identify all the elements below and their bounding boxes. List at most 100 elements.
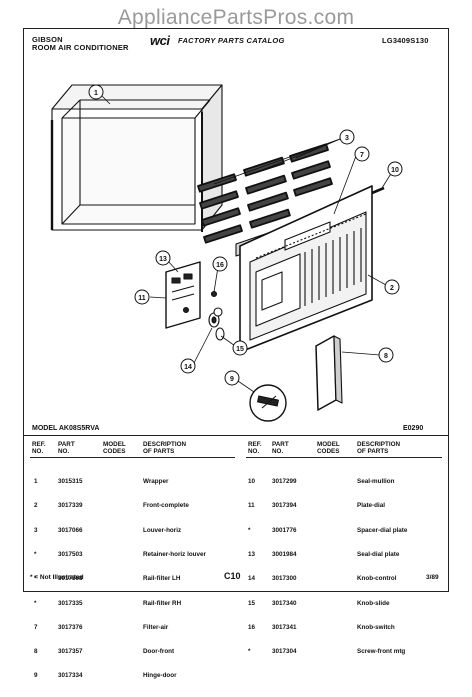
document-number: LG3409S130 [382, 36, 429, 45]
table-row-description: Screw-front mtg [357, 648, 406, 656]
louver-illustrations [197, 143, 333, 244]
table-row-description: Wrapper [143, 478, 169, 486]
callout-10: 10 [387, 161, 403, 177]
table-row-ref: * [34, 599, 37, 607]
header-model-codes-left: MODEL CODES [103, 441, 126, 455]
table-row-part: 3017376 [58, 623, 83, 631]
brand-name: GIBSON [32, 35, 63, 44]
table-row-ref: 16 [248, 623, 256, 631]
table-row-part: 3017341 [272, 623, 297, 631]
callout-16: 16 [212, 256, 228, 272]
callout-bubbles: 1 3 7 10 13 16 11 2 15 14 8 9 [88, 84, 403, 386]
callout-label: 9 [230, 376, 234, 383]
table-row-part: 3017066 [58, 526, 83, 534]
callout-8: 8 [378, 347, 394, 363]
callout-label: 3 [345, 135, 349, 142]
table-row-part: 3017304 [272, 648, 297, 656]
front-panel-illustration [239, 185, 373, 353]
right-ref-column: 10 11 * 13 14 15 16 * [248, 462, 255, 672]
table-row-part: 3001984 [272, 551, 297, 559]
right-part-column: 3017299 3017394 3001776 3001984 3017300 … [272, 462, 297, 672]
door-front-illustration [315, 335, 343, 411]
header-rule-right [246, 457, 442, 458]
seal-mullion-illustration [371, 186, 385, 195]
table-row-ref: * [248, 648, 251, 656]
callout-label: 8 [384, 353, 388, 360]
callout-3: 3 [339, 129, 355, 145]
callout-label: 13 [159, 256, 167, 263]
table-row-description: Spacer-dial plate [357, 526, 408, 534]
page-number: C10 [224, 571, 241, 581]
table-row-part: 3017368 [58, 575, 83, 583]
table-row-part: 3017299 [272, 478, 297, 486]
callout-label: 7 [360, 152, 364, 159]
table-row-ref: 11 [248, 502, 255, 510]
table-row-part: 3017300 [272, 575, 297, 583]
table-row-description: Plate-dial [357, 502, 385, 510]
table-row-part: 3017334 [58, 672, 83, 680]
callout-label: 16 [216, 262, 224, 269]
diagram-code: E0290 [403, 425, 424, 432]
table-row-part: 3017503 [58, 551, 83, 559]
wci-logo: wci [150, 33, 170, 48]
model-number: MODEL AK08S5RVA [32, 425, 100, 432]
callout-label: 11 [138, 295, 146, 302]
callout-9: 9 [224, 370, 240, 386]
callout-label: 15 [236, 346, 244, 353]
table-row-ref: 1 [34, 478, 38, 486]
dial-plate-illustration [165, 261, 201, 329]
table-row-part: 3015315 [58, 478, 83, 486]
issue-date: 3/89 [426, 574, 439, 581]
table-row-ref: * [248, 526, 251, 534]
table-row-description: Retainer-horiz louver [143, 551, 206, 559]
callout-14: 14 [180, 358, 196, 374]
callout-2: 2 [384, 279, 400, 295]
table-row-ref: 8 [34, 648, 38, 656]
table-row-description: Rail-filter LH [143, 575, 181, 583]
callout-7: 7 [354, 146, 370, 162]
callout-label: 1 [94, 90, 98, 97]
table-top-rule [24, 435, 448, 436]
table-row-ref: 14 [248, 575, 256, 583]
header-ref-right: REF. NO. [248, 441, 262, 455]
header-description-right: DESCRIPTION OF PARTS [357, 441, 401, 455]
table-row-part: 3017340 [272, 599, 297, 607]
table-row-description: Front-complete [143, 502, 189, 510]
header-rule-left [30, 457, 235, 458]
callout-15: 15 [232, 340, 248, 356]
callout-11: 11 [134, 289, 150, 305]
table-row-description: Hinge-door [143, 672, 177, 680]
table-row-part: 3017335 [58, 599, 83, 607]
callout-label: 10 [391, 167, 399, 174]
right-description-column: Seal-mullion Plate-dial Spacer-dial plat… [357, 462, 407, 672]
watermark: AppliancePartsPros.com [117, 6, 355, 29]
header-part-left: PART NO. [58, 441, 75, 455]
callout-1: 1 [88, 84, 104, 100]
hinge-detail-illustration [249, 384, 287, 422]
product-name: ROOM AIR CONDITIONER [32, 43, 129, 52]
table-row-description: Seal-mullion [357, 478, 395, 486]
footnote: * = Not Illustrated [30, 574, 84, 581]
table-row-part: 3017357 [58, 648, 83, 656]
table-row-ref: 15 [248, 599, 256, 607]
table-row-description: Rail-filter RH [143, 599, 182, 607]
table-row-ref: 10 [248, 478, 256, 486]
callout-label: 2 [390, 285, 394, 292]
table-row-description: Knob-switch [357, 623, 395, 631]
exploded-parts-diagram: 1 3 7 10 13 16 11 2 15 14 8 9 [50, 84, 403, 422]
table-row-ref: 7 [34, 623, 38, 631]
callout-label: 14 [184, 364, 192, 371]
callout-13: 13 [155, 250, 171, 266]
table-row-ref: 3 [34, 526, 38, 534]
table-row-description: Louver-horiz [143, 526, 182, 534]
table-row-part: 3017394 [272, 502, 297, 510]
table-row-description: Seal-dial plate [357, 551, 400, 559]
table-row-description: Door-front [143, 648, 175, 656]
header-model-codes-right: MODEL CODES [317, 441, 340, 455]
header-description-left: DESCRIPTION OF PARTS [143, 441, 187, 455]
header-ref-left: REF. NO. [32, 441, 46, 455]
left-description-column: Wrapper Front-complete Louver-horiz Reta… [143, 462, 206, 697]
header-part-right: PART NO. [272, 441, 289, 455]
table-row-description: Filter-air [143, 623, 169, 631]
page-frame [23, 28, 449, 592]
